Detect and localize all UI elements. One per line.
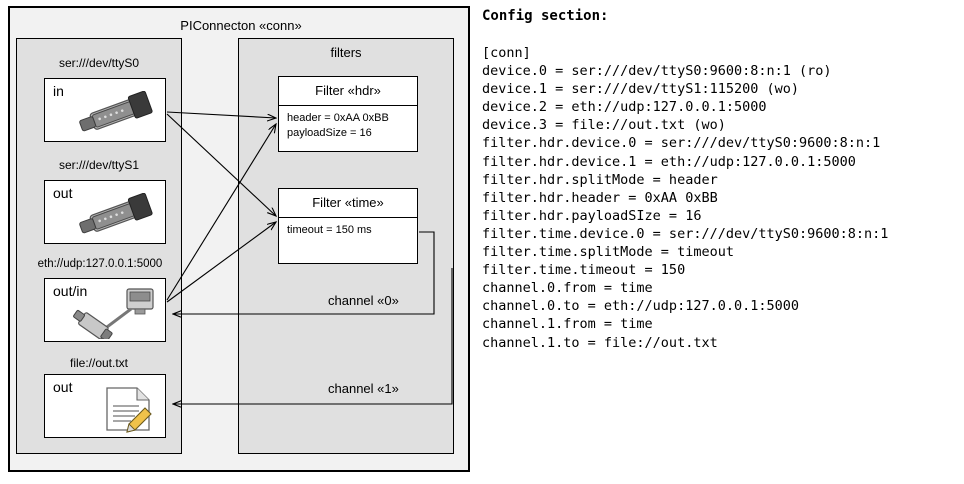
config-section-text: [conn] device.0 = ser:///dev/ttyS0:9600:… xyxy=(482,45,889,351)
device-card-ttys0: in xyxy=(44,78,166,142)
device-label-eth: eth://udp:127.0.0.1:5000 xyxy=(37,258,163,270)
filter-time-title: Filter «time» xyxy=(312,195,384,210)
filter-hdr-title: Filter «hdr» xyxy=(315,83,381,98)
text-file-icon xyxy=(99,384,157,434)
filter-time-prop-0: timeout = 150 ms xyxy=(287,224,372,236)
device-caption-out: out xyxy=(53,185,73,201)
device-label-ttys0: ser:///dev/ttyS0 xyxy=(58,56,140,70)
config-section-title: Config section: xyxy=(482,8,609,24)
network-plug-icon xyxy=(69,287,161,342)
device-label-ttys1: ser:///dev/ttyS1 xyxy=(58,158,140,172)
filter-hdr-divider xyxy=(279,105,417,106)
filter-time-divider xyxy=(279,217,417,218)
device-caption-in: in xyxy=(53,83,64,99)
device-caption-out-in: out/in xyxy=(53,283,88,299)
device-label-file: file://out.txt xyxy=(69,356,129,370)
serial-port-icon xyxy=(73,192,159,239)
device-card-eth: out/in xyxy=(44,278,166,342)
filter-hdr-prop-1: payloadSize = 16 xyxy=(287,127,372,139)
filters-panel-title: filters xyxy=(330,45,362,60)
device-card-ttys1: out xyxy=(44,180,166,244)
piconnector-title: PIConnecton «conn» xyxy=(180,18,302,33)
filter-box-hdr: Filter «hdr» header = 0xAA 0xBB payloadS… xyxy=(278,76,418,152)
filter-box-time: Filter «time» timeout = 150 ms xyxy=(278,188,418,264)
channel-label-1: channel «1» xyxy=(328,381,399,396)
serial-port-icon xyxy=(73,90,159,137)
channel-label-0: channel «0» xyxy=(328,293,399,308)
device-caption-out-file: out xyxy=(53,379,73,395)
filter-hdr-prop-0: header = 0xAA 0xBB xyxy=(287,112,389,124)
device-card-file: out xyxy=(44,374,166,438)
